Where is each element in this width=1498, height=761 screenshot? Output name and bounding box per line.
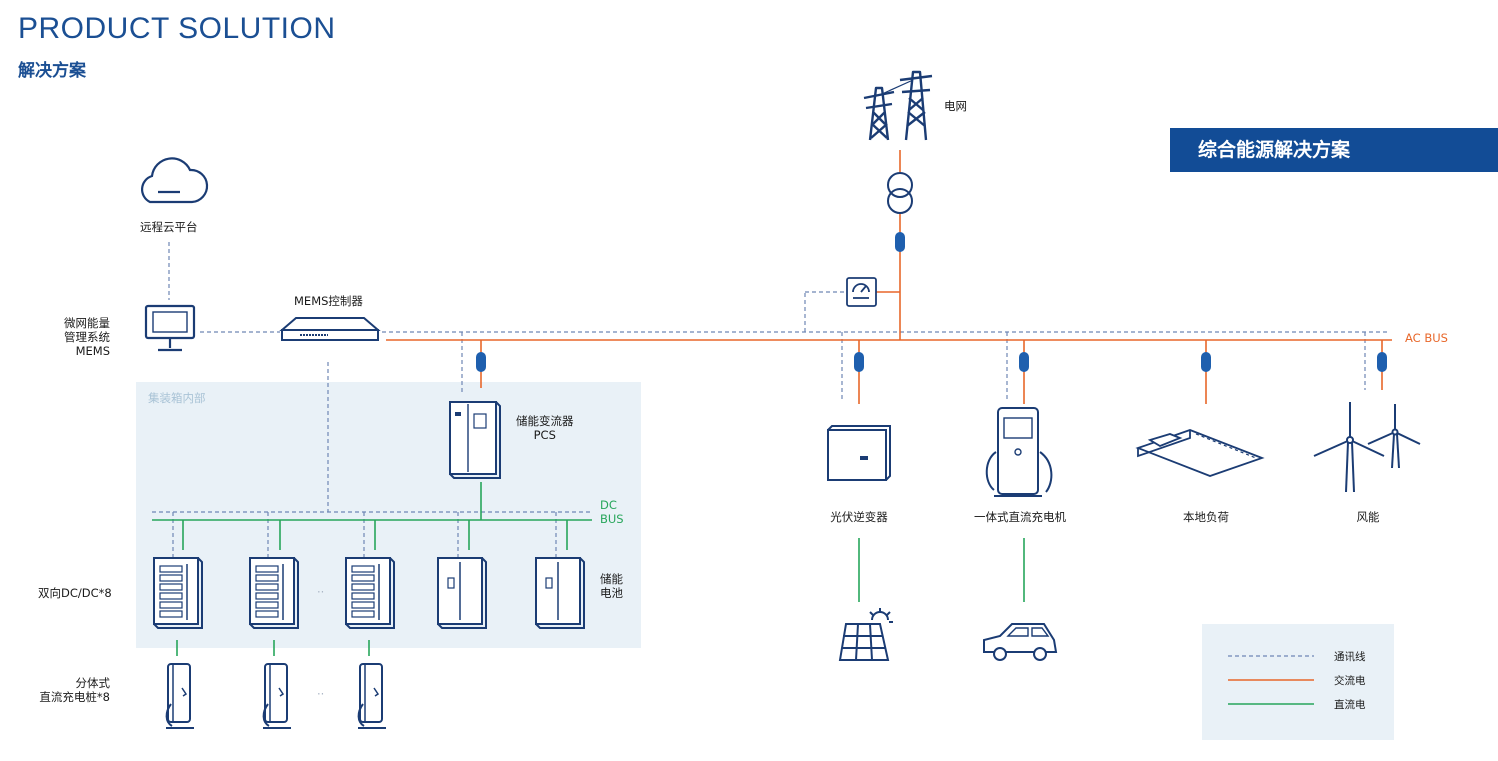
pcs-cabinet-icon [449,401,501,479]
mems-controller-icon [279,317,381,341]
dcdc-cabinets [153,557,395,629]
transformer-icon [887,172,913,214]
mems-system-label: 微网能量 管理系统 MEMS [64,316,110,358]
solar-panel-icon [838,608,893,661]
cloud-platform-label: 远程云平台 [140,220,198,234]
legend-ac-label: 交流电 [1334,675,1366,687]
dc-bus-label: DC BUS [600,498,624,526]
local-load-icon [1135,429,1265,477]
meter-icon [846,277,877,307]
ac-bus-label: AC BUS [1405,331,1448,345]
grid-label: 电网 [944,99,967,113]
cloud-icon [140,157,209,204]
wind-label: 风能 [1356,510,1380,524]
dcdc-label: 双向DC/DC*8 [38,586,112,600]
page-title-en: PRODUCT SOLUTION [18,12,336,45]
legend-panel [1202,624,1394,740]
legend-dc-label: 直流电 [1334,699,1366,711]
integrated-charger-icon [985,407,1053,497]
mems-monitor-icon [144,304,196,352]
pv-inverter-icon [827,425,891,481]
legend-lines [1228,655,1314,705]
local-load-label: 本地负荷 [1183,510,1229,524]
ellipsis-chargers: ·· [317,687,325,701]
split-chargers [165,663,387,729]
ac-lines [386,150,1392,404]
wind-turbine-icon [1313,402,1421,493]
page-title-zh: 解决方案 [18,61,86,81]
car-icon [983,623,1058,661]
fuse-icons [476,232,1387,372]
legend-comm-label: 通讯线 [1334,651,1366,663]
integrated-charger-label: 一体式直流充电机 [974,510,1066,524]
solution-banner: 综合能源解决方案 [1170,128,1498,172]
dc-lines [152,482,1025,656]
container-interior-label: 集装箱内部 [148,391,206,405]
battery-label: 储能 电池 [600,572,623,600]
pv-inverter-label: 光伏逆变器 [830,510,888,524]
ellipsis-dcdc: ·· [317,585,325,599]
battery-cabinets [437,557,585,629]
pcs-label: 储能变流器 PCS [516,414,574,442]
mems-controller-label: MEMS控制器 [294,294,363,308]
split-charger-label: 分体式 直流充电桩*8 [39,676,110,704]
power-tower-icon [863,70,933,141]
